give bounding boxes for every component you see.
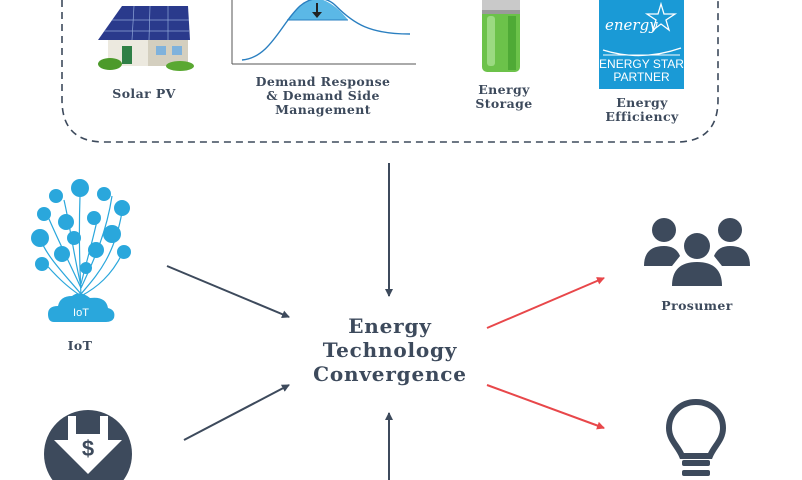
energy-star-logo: energy ENERGY STAR PARTNER <box>599 0 684 89</box>
battery-icon <box>482 0 520 72</box>
arrow-bulb <box>486 384 605 430</box>
dollar-symbol: $ <box>81 436 95 461</box>
energy-efficiency-label: Energy Efficiency <box>605 95 679 124</box>
solar-pv-label: Solar PV <box>112 86 176 101</box>
iot-cloud-text: IoT <box>73 307 89 319</box>
energy-star-text: ENERGY STAR PARTNER <box>599 57 684 84</box>
prosumer-people-icon <box>644 218 750 286</box>
iot-label: IoT <box>67 338 93 353</box>
lightbulb-icon <box>665 398 727 476</box>
center-title: Energy Technology Convergence <box>313 314 467 386</box>
prosumer-label: Prosumer <box>661 298 733 313</box>
dollar-down-icon <box>44 410 132 480</box>
iot-tree-icon <box>31 179 131 322</box>
arrow-prosumer <box>486 277 605 329</box>
energy-storage-label: Energy Storage <box>475 82 533 111</box>
demand-curve-icon <box>231 0 416 65</box>
demand-response-label: Demand Response & Demand Side Management <box>255 74 391 117</box>
arrow-iot <box>166 265 290 318</box>
solar-house-icon <box>98 5 194 71</box>
arrow-dollar <box>183 384 290 441</box>
energy-star-script: energy <box>605 16 658 34</box>
